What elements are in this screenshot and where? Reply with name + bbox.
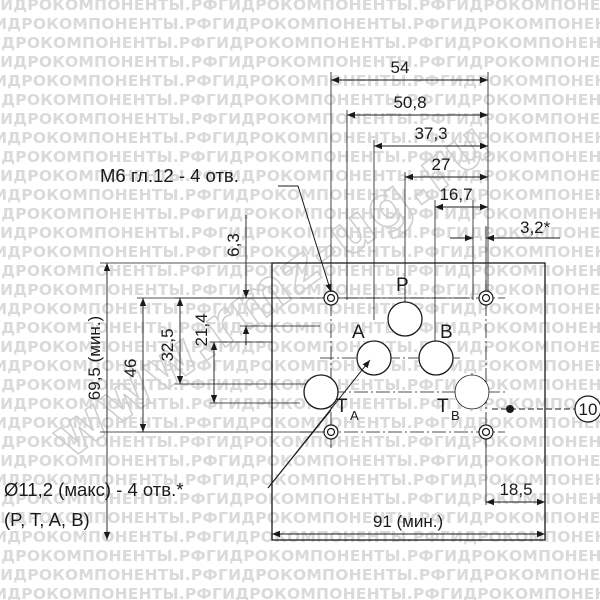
thread-hole-bottom-right [478,424,494,440]
port-label-tb: T [437,396,449,417]
port-label-b: B [440,322,453,343]
watermark-line: ГИДРОКОМПОНЕНТЫ.РФГИДРОКОМПОНЕНТЫ.РФГИДР… [0,53,600,71]
watermark-line: ГИДРОКОМПОНЕНТЫ.РФГИДРОКОМПОНЕНТЫ.РФГИДР… [0,72,600,90]
watermark-line: ГИДРОКОМПОНЕНТЫ.РФГИДРОКОМПОНЕНТЫ.РФГИДР… [0,34,600,52]
plate-outline [271,262,546,541]
thread-note: М6 гл.12 - 4 отв. [100,165,239,186]
dim-6-3: 6,3 [224,233,243,257]
port-label-p: P [396,275,409,296]
port-labels: P A B T A T B [336,275,460,423]
thread-hole-top-right [478,290,494,306]
dim-50-8: 50,8 [393,93,426,112]
watermark-line: ГИДРОКОМПОНЕНТЫ.РФГИДРОКОМПОНЕНТЫ.РФГИДР… [0,433,600,451]
watermark-line: ГИДРОКОМПОНЕНТЫ.РФГИДРОКОМПОНЕНТЫ.РФГИДР… [0,224,600,242]
port-holes [303,301,490,410]
watermark-line: ГИДРОКОМПОНЕНТЫ.РФГИДРОКОМПОНЕНТЫ.РФГИДР… [0,547,600,565]
dim-21-4: 21,4 [192,313,211,346]
callout-notes: М6 гл.12 - 4 отв. Ø11,2 (макс) - 4 отв.*… [4,165,597,530]
port-label-ta: T [336,396,348,417]
dim-32-5: 32,5 [158,328,177,361]
port-label-a: A [352,322,365,343]
dim-27: 27 [432,155,451,174]
leader-lines [267,185,371,489]
watermark-line: ГИДРОКОМПОНЕНТЫ.РФГИДРОКОМПОНЕНТЫ.РФГИДР… [0,281,600,299]
port-p-hole [387,301,423,337]
watermark-line: ГИДРОКОМПОНЕНТЫ.РФГИДРОКОМПОНЕНТЫ.РФГИДР… [0,566,600,584]
ref-dot [506,405,514,413]
watermark-line: ГИДРОКОМПОНЕНТЫ.РФГИДРОКОМПОНЕНТЫ.РФГИДР… [0,490,600,508]
watermark-line: ГИДРОКОМПОНЕНТЫ.РФГИДРОКОМПОНЕНТЫ.РФГИДР… [0,395,600,413]
dim-69-5: 69,5 (мин.) [85,316,104,400]
ref-number: 10 [579,400,598,419]
dim-3-2: 3,2* [520,218,551,237]
hole-note-line1: Ø11,2 (макс) - 4 отв.* [4,479,183,500]
hole-note-line2: (P, T, A, B) [4,509,90,530]
thread-holes [323,290,494,440]
dim-91: 91 (мин.) [373,512,443,531]
watermark-line: ГИДРОКОМПОНЕНТЫ.РФГИДРОКОМПОНЕНТЫ.РФГИДР… [0,585,600,600]
dim-46: 46 [121,359,140,378]
watermark-line: ГИДРОКОМПОНЕНТЫ.РФГИДРОКОМПОНЕНТЫ.РФГИДР… [0,186,600,204]
watermark-line: ГИДРОКОМПОНЕНТЫ.РФГИДРОКОМПОНЕНТЫ.РФГИДР… [0,129,600,147]
dim-16-7: 16,7 [439,185,472,204]
port-tb-hole [454,374,490,410]
port-label-ta-sub: A [350,408,359,423]
thread-hole-bottom-left [323,424,339,440]
port-b-hole [418,340,454,376]
dimension-texts: 54 50,8 37,3 27 16,7 3,2* 18,5 91 (мин.)… [85,58,551,531]
port-ta-hole [303,374,339,410]
watermark-line: ГИДРОКОМПОНЕНТЫ.РФГИДРОКОМПОНЕНТЫ.РФГИДР… [0,300,600,318]
dimension-lines [103,76,560,540]
watermark-line: ГИДРОКОМПОНЕНТЫ.РФГИДРОКОМПОНЕНТЫ.РФГИДР… [0,243,600,261]
watermark-line: ГИДРОКОМПОНЕНТЫ.РФГИДРОКОМПОНЕНТЫ.РФГИДР… [0,509,600,527]
port-label-tb-sub: B [451,408,460,423]
dim-54: 54 [391,58,410,77]
watermark-line: ГИДРОКОМПОНЕНТЫ.РФГИДРОКОМПОНЕНТЫ.РФГИДР… [0,471,600,489]
watermark-line: ГИДРОКОМПОНЕНТЫ.РФГИДРОКОМПОНЕНТЫ.РФГИДР… [0,0,600,14]
watermark-line: ГИДРОКОМПОНЕНТЫ.РФГИДРОКОМПОНЕНТЫ.РФГИДР… [0,262,600,280]
watermark-line: ГИДРОКОМПОНЕНТЫ.РФГИДРОКОМПОНЕНТЫ.РФГИДР… [0,15,600,33]
plate-rect [271,262,546,541]
watermark-line: ГИДРОКОМПОНЕНТЫ.РФГИДРОКОМПОНЕНТЫ.РФГИДР… [0,91,600,109]
dim-37-3: 37,3 [414,124,447,143]
thread-hole-top-left [323,290,339,306]
watermark-line: ГИДРОКОМПОНЕНТЫ.РФГИДРОКОМПОНЕНТЫ.РФГИДР… [0,414,600,432]
ref-circle [574,395,600,423]
watermark-line: ГИДРОКОМПОНЕНТЫ.РФГИДРОКОМПОНЕНТЫ.РФГИДР… [0,452,600,470]
watermark-line: ГИДРОКОМПОНЕНТЫ.РФГИДРОКОМПОНЕНТЫ.РФГИДР… [0,319,600,337]
dim-18-5: 18,5 [499,480,532,499]
watermark-line: ГИДРОКОМПОНЕНТЫ.РФГИДРОКОМПОНЕНТЫ.РФГИДР… [0,167,600,185]
watermark-line: ГИДРОКОМПОНЕНТЫ.РФГИДРОКОМПОНЕНТЫ.РФГИДР… [0,376,600,394]
watermark-line: ГИДРОКОМПОНЕНТЫ.РФГИДРОКОМПОНЕНТЫ.РФГИДР… [0,148,600,166]
